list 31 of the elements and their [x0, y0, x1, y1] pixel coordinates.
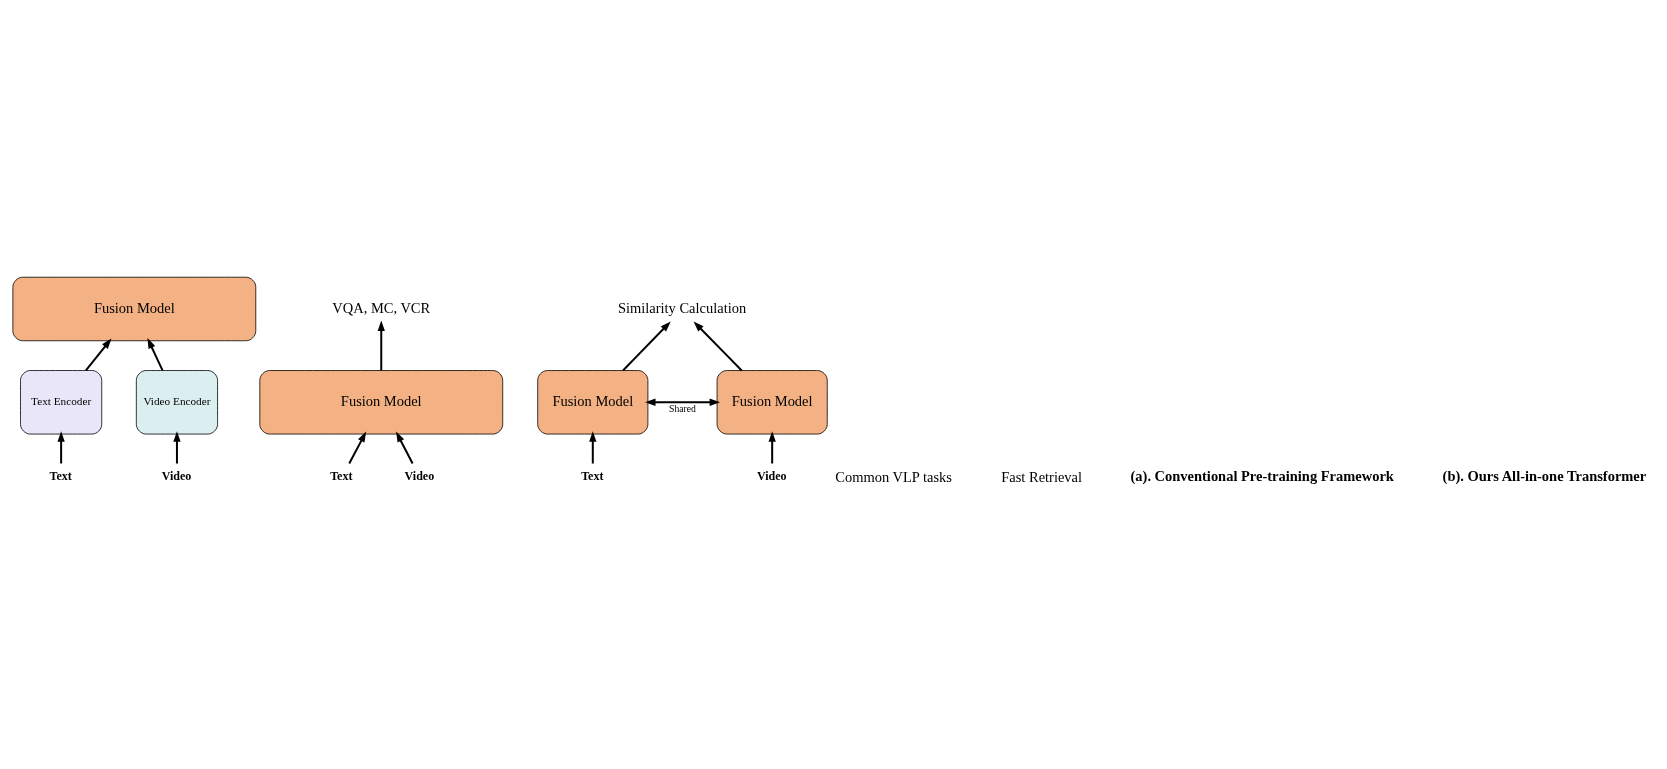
node-box: Fusion Model: [537, 369, 649, 434]
node-box: Fusion Model: [259, 369, 504, 434]
arrow: [173, 430, 181, 463]
edge-label: Shared: [669, 402, 696, 414]
node-text: Text: [330, 468, 353, 483]
node-box: Video Encoder: [135, 369, 218, 434]
node-box: Fusion Model: [12, 276, 257, 341]
label: (a). Conventional Pre-training Framework: [1130, 467, 1394, 484]
arrow: [348, 431, 367, 464]
arrow: [85, 337, 112, 371]
node-text: Text: [49, 468, 72, 483]
arrow: [645, 398, 721, 406]
arrow: [622, 320, 671, 371]
label: Fast Retrieval: [1001, 468, 1083, 485]
node-text: Video: [404, 468, 435, 483]
arrow: [396, 431, 414, 464]
label: (b). Ours All-in-one Transformer: [1442, 467, 1647, 484]
node-box: Fusion Model: [716, 369, 828, 434]
node-text: Text: [581, 468, 604, 483]
arrow: [377, 320, 385, 370]
arrow: [693, 320, 743, 371]
arrow: [147, 337, 164, 371]
node-text: VQA, MC, VCR: [332, 299, 431, 316]
arrow: [57, 430, 65, 463]
node-box: Text Encoder: [20, 369, 103, 434]
arrow: [589, 430, 597, 463]
arrow: [768, 430, 776, 463]
label: Common VLP tasks: [835, 468, 952, 485]
node-text: Similarity Calculation: [617, 299, 747, 316]
node-text: Video: [161, 468, 192, 483]
node-text: Video: [756, 468, 787, 483]
